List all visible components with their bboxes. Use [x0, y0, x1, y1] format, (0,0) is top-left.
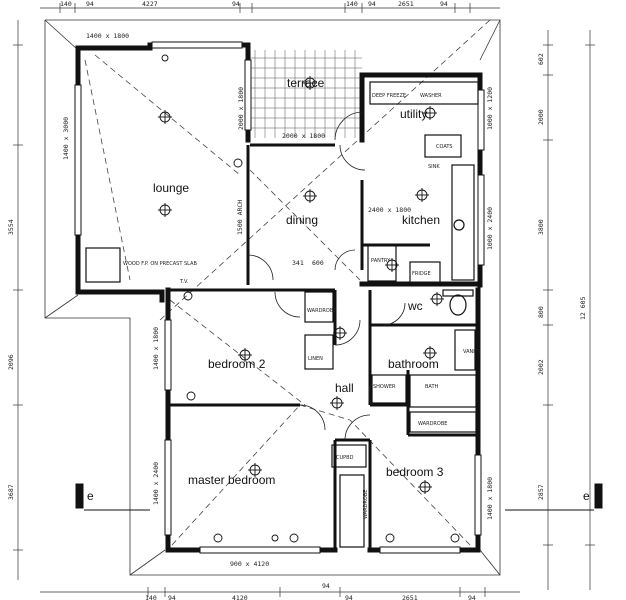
section-markers: [75, 483, 603, 511]
room-label-wc: wc: [407, 299, 423, 313]
window-size-dining-door: 2400 x 1800: [368, 206, 411, 214]
window-size-lounge-top: 1400 x 1800: [86, 32, 129, 40]
dim-top-4: 94: [232, 0, 240, 8]
dim-right-7: 12 605: [579, 296, 587, 320]
window-size-hall-opening: 600: [312, 259, 324, 267]
window-size-dining-bottom: 341: [292, 259, 304, 267]
dim-left-2: 2096: [7, 354, 15, 370]
label-pantry: PANTRY: [371, 258, 391, 264]
label-wardrobe-bedroom2: WARDROBE: [307, 308, 336, 314]
fittings: [85, 81, 479, 548]
dim-top-2: 94: [86, 0, 94, 8]
label-fireplace: WOOD F.P. ON PRECAST SLAB: [123, 261, 197, 267]
label-linen: LINEN: [308, 356, 323, 362]
label-wardrobe-master: WARDROBE: [363, 490, 369, 519]
dim-bottom-5: 94: [345, 594, 353, 600]
label-coats: COATS: [436, 144, 453, 150]
dim-top-8: 94: [440, 0, 448, 8]
internal-walls: [170, 143, 478, 550]
room-label-kitchen: kitchen: [402, 213, 440, 227]
dim-bottom-6: 2651: [402, 594, 418, 600]
label-wardrobe-bath: WARDROBE: [418, 421, 447, 427]
door-swings: [247, 111, 406, 441]
dim-right-3: 3800: [537, 219, 545, 235]
dim-bottom-1: 140: [145, 594, 157, 600]
room-label-terrace: terrace: [287, 76, 325, 90]
room-label-bedroom-3: bedroom 3: [386, 465, 444, 479]
section-mark-right: e: [583, 489, 590, 503]
room-label-utility: utility: [400, 107, 427, 121]
window-size-terrace-right: 2000 x 1800: [237, 87, 245, 130]
window-size-utility-right: 1000 x 1200: [486, 87, 494, 130]
dim-top-7: 2651: [398, 0, 414, 8]
dim-right-6: 2857: [537, 484, 545, 500]
window-size-dining-arch: 1500 ARCH: [236, 200, 244, 235]
label-vanity: VANITY: [463, 349, 482, 355]
dim-right-5: 2002: [537, 359, 545, 375]
terrace-paving: [250, 50, 362, 138]
label-tv: T.V.: [179, 279, 189, 285]
window-size-kitchen-right: 1000 x 2400: [486, 207, 494, 250]
room-label-master-bedroom: master bedroom: [188, 473, 275, 487]
label-washer: WASHER: [420, 93, 442, 99]
dim-left-1: 3554: [7, 219, 15, 235]
dim-right-2: 2000: [537, 109, 545, 125]
window-size-master-bottom: 900 x 4120: [230, 560, 269, 568]
dim-top-5: 140: [346, 0, 358, 8]
light-fixtures: [158, 54, 460, 543]
room-label-bathroom: bathroom: [388, 357, 439, 371]
room-label-dining: dining: [286, 213, 318, 227]
dim-left-3: 3687: [7, 484, 15, 500]
dim-right-4: 800: [537, 306, 545, 318]
room-label-bedroom-2: bedroom 2: [208, 357, 266, 371]
dim-top-6: 94: [368, 0, 376, 8]
dim-bottom-7: 94: [468, 594, 476, 600]
label-fridge: FRIDGE: [412, 271, 431, 277]
window-size-lounge-left: 1400 x 3000: [62, 117, 70, 160]
label-bath: BATH: [425, 384, 439, 390]
dimension-lines: [13, 3, 595, 597]
roof-outline: [44, 19, 501, 576]
label-cupbd: CUPBD: [336, 455, 354, 461]
window-size-terrace-opening: 2000 x 1800: [282, 132, 325, 140]
window-size-bedroom2-left: 1400 x 1800: [152, 327, 160, 370]
label-sink: SINK: [428, 164, 440, 170]
dim-bottom-3: 4120: [232, 594, 248, 600]
label-deep-freeze: DEEP FREEZE: [372, 93, 406, 99]
room-label-lounge: lounge: [153, 181, 189, 195]
dim-top-3: 4227: [142, 0, 158, 8]
dim-bottom-4: 94: [322, 582, 330, 590]
dim-top-1: 140: [60, 0, 72, 8]
section-mark-left: e: [87, 489, 94, 503]
dim-bottom-2: 94: [168, 594, 176, 600]
window-size-bedroom3-right: 1400 x 1800: [486, 477, 494, 520]
dim-right-1: 602: [537, 53, 545, 65]
room-label-hall: hall: [335, 381, 354, 395]
window-size-master-left: 1400 x 2400: [152, 462, 160, 505]
windows: [74, 41, 485, 554]
label-shower: SHOWER: [373, 384, 396, 390]
